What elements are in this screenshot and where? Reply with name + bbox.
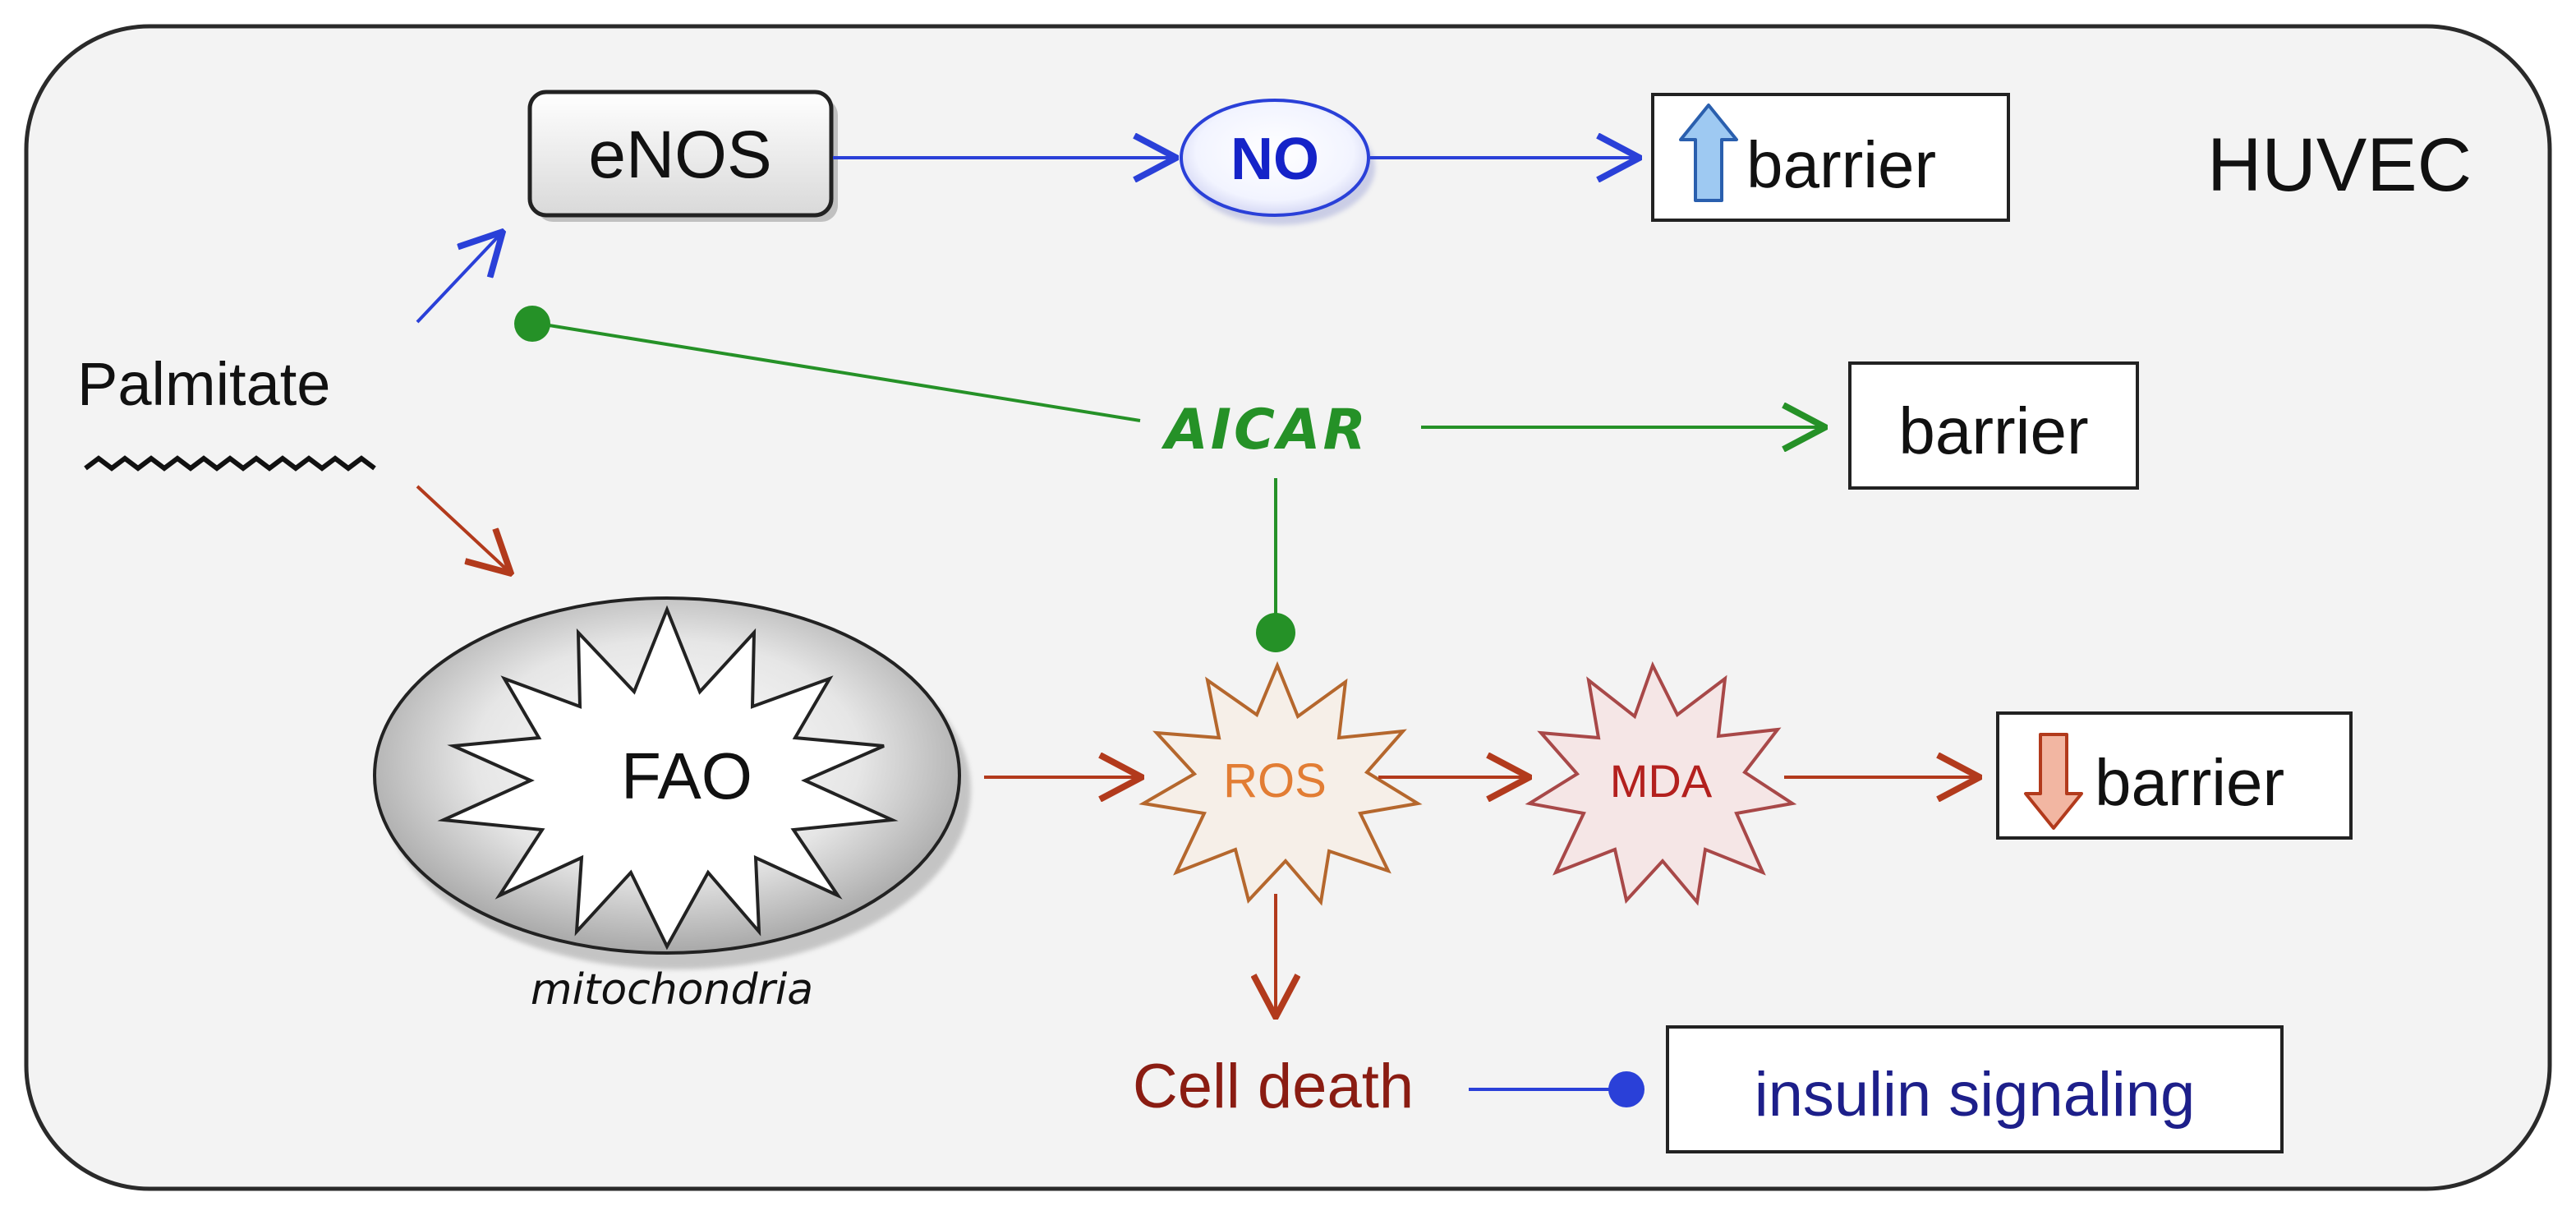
insulin-label: insulin signaling [1755,1060,2196,1130]
mitochondria-label: mitochondria [531,965,813,1015]
palmitate-to-fao-arrow [416,485,511,573]
mda-label: MDA [1610,755,1713,807]
enos-label: eNOS [588,117,771,192]
fao-label: FAO [621,739,752,813]
mitochondria-node: FAO [373,596,971,969]
aicar-label: AICAR [1161,398,1368,463]
aicar-inhibits-enos-line [538,322,1141,422]
barrier-up-label: barrier [1746,128,1936,201]
aicar-inhibit-ros-dot [1256,613,1295,652]
cell-death-inhibit-dot [1608,1071,1644,1107]
enos-node: eNOS [527,90,838,222]
barrier-up-node: barrier [1651,93,2010,222]
barrier-mid-node: barrier [1848,361,2139,490]
aicar-inhibit-enos-dot [514,306,550,342]
wavy-chain-icon [84,455,376,472]
starburst-icon [437,605,899,951]
mda-node: MDA [1525,661,1797,906]
palmitate-to-enos-arrow [416,232,503,324]
ros-node: ROS [1138,661,1423,906]
down-arrow-icon [2024,733,2083,830]
barrier-down-node: barrier [1996,711,2353,840]
no-label: NO [1230,127,1319,192]
insulin-node: insulin signaling [1666,1025,2284,1153]
barrier-mid-label: barrier [1898,394,2088,467]
no-node: NO [1180,99,1375,225]
cell-type-label: HUVEC [2207,123,2472,207]
ros-label: ROS [1223,754,1327,808]
barrier-down-label: barrier [2095,746,2284,819]
up-arrow-icon [1679,104,1738,202]
palmitate-label: Palmitate [77,350,330,418]
cell-death-label: Cell death [1133,1052,1414,1121]
